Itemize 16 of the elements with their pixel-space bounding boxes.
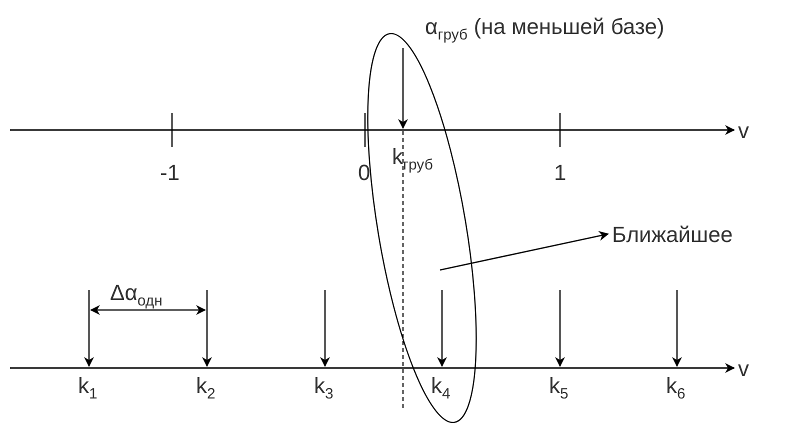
point-label: k$_{груб}$	[392, 144, 433, 176]
leader-line	[440, 231, 609, 271]
point-label: k$_{2}$	[196, 373, 216, 404]
point-label: k$_{6}$	[666, 373, 686, 404]
annotation-text: α$_{груб}$ (на меньшей базе)	[425, 14, 664, 46]
axis-label: v	[738, 356, 749, 382]
point-label: k$_{3}$	[314, 373, 334, 404]
tick-label: 1	[554, 160, 566, 186]
point-label: k$_{5}$	[549, 373, 568, 404]
tick-label: 0	[358, 160, 370, 186]
tick-label: -1	[160, 160, 180, 186]
axis-label: v	[738, 118, 749, 144]
point-label: k$_{1}$	[78, 373, 98, 404]
callout-text: Ближайшее	[612, 222, 733, 248]
point-label: k$_{4}$	[431, 373, 450, 404]
dimension-label: Δα$_{одн}$	[110, 280, 162, 312]
